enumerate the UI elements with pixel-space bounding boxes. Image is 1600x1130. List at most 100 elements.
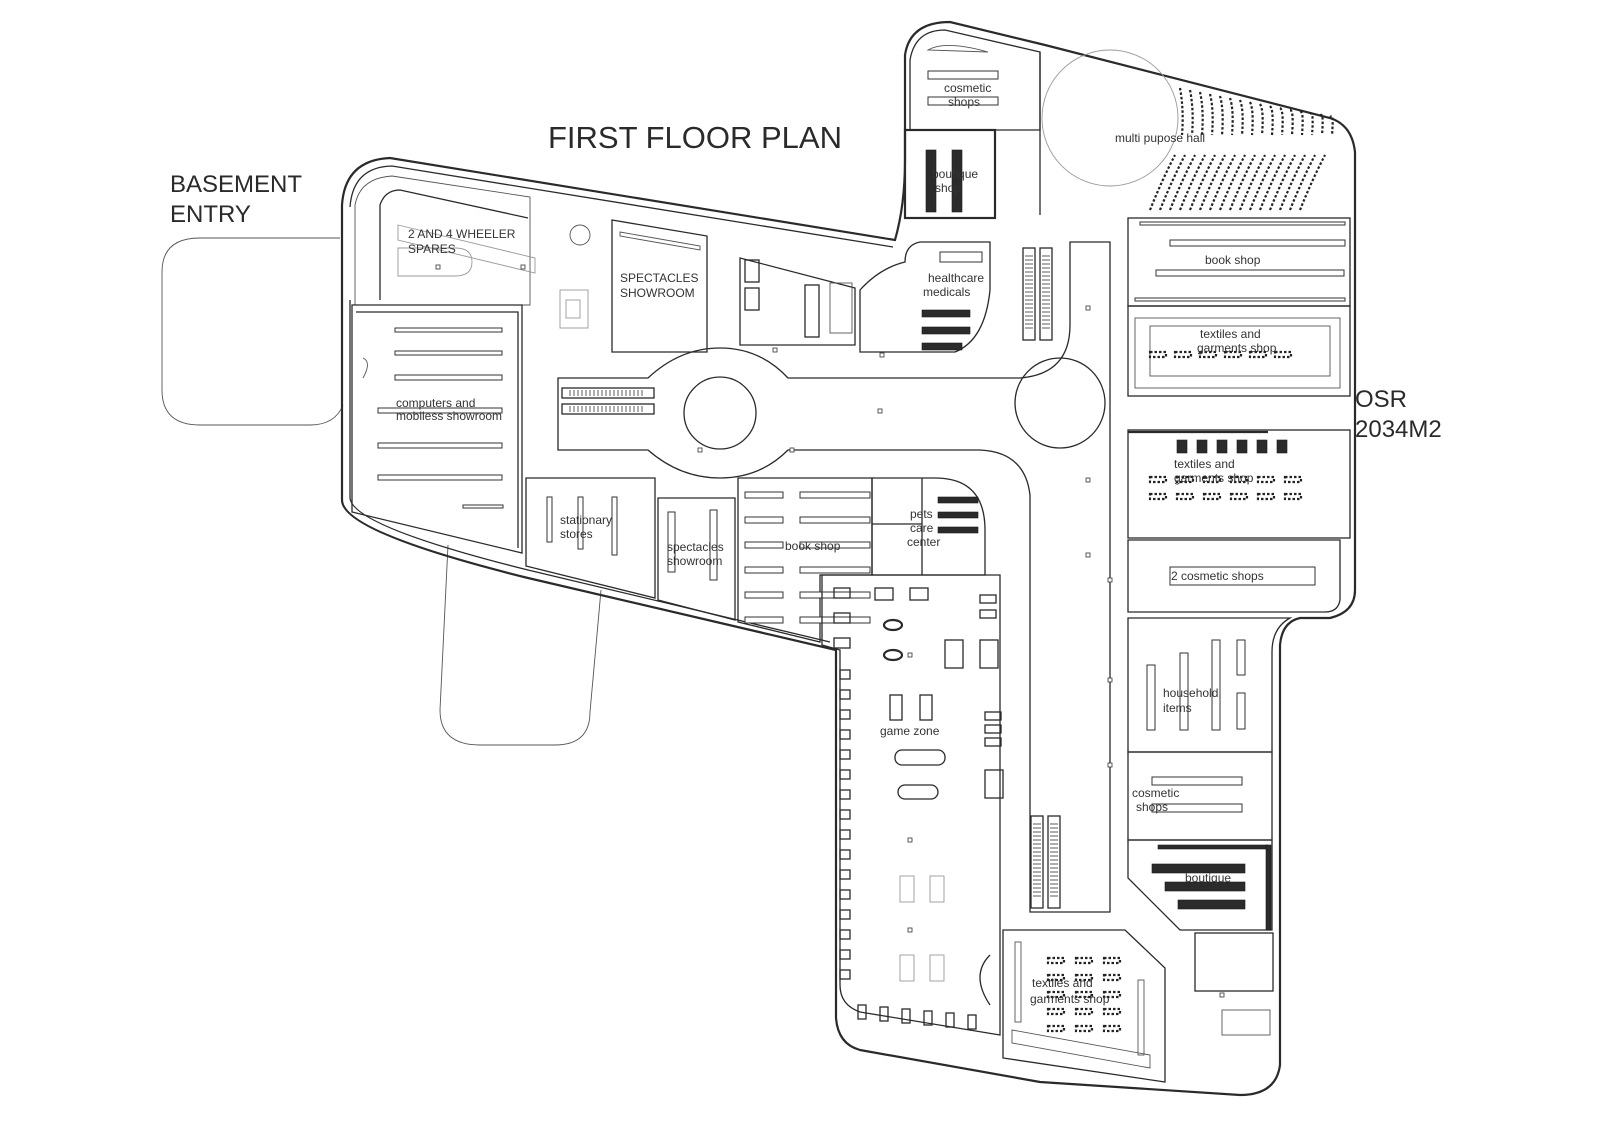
escalator xyxy=(1047,815,1061,909)
seat-row xyxy=(1198,154,1226,211)
toilets-block xyxy=(739,257,856,346)
clothing-rack xyxy=(1229,492,1249,501)
room-label-game-zone: game zone xyxy=(880,724,940,738)
room-label-pets-2: care xyxy=(910,521,934,535)
arcade-cabinet xyxy=(839,909,851,920)
clothing-rack xyxy=(1273,350,1293,359)
bookshelf xyxy=(799,541,871,549)
column xyxy=(1107,577,1113,583)
vending-machine xyxy=(984,711,1002,721)
seat-row xyxy=(1188,89,1194,136)
room-label-textiles-right-2a: textiles and xyxy=(1174,457,1235,471)
air-hockey xyxy=(919,694,933,721)
clothing-rack xyxy=(1148,475,1168,484)
bookshelf xyxy=(744,491,784,499)
display-stand xyxy=(1216,439,1228,454)
bookshelf xyxy=(744,516,784,524)
seat-row xyxy=(1218,154,1246,211)
display-stand xyxy=(1256,439,1268,454)
column xyxy=(907,652,913,658)
seat-row xyxy=(1299,110,1304,136)
game-table xyxy=(909,587,929,601)
seat-row xyxy=(1208,93,1214,136)
column xyxy=(1107,762,1113,768)
seat-row xyxy=(1259,103,1264,136)
seat-row xyxy=(1238,99,1244,136)
column xyxy=(879,352,885,358)
room-label-cosmetic-right-1: cosmetic xyxy=(1132,786,1179,800)
table-tennis xyxy=(899,875,915,903)
room-label-cosmetic-shops-2: 2 cosmetic shops xyxy=(1171,569,1264,583)
structural-columns xyxy=(435,264,1225,998)
clothing-rack xyxy=(1256,492,1276,501)
seat-row xyxy=(1288,154,1316,211)
clothing-rack xyxy=(1074,1024,1094,1033)
seat-row xyxy=(1298,154,1326,211)
vending-machine xyxy=(984,724,1002,734)
room-game-zone: game zone xyxy=(821,574,1004,1036)
clothing-rack xyxy=(1046,1007,1066,1016)
bike-game xyxy=(944,639,964,669)
arcade-machine xyxy=(833,637,851,649)
table-tennis xyxy=(929,954,945,982)
racing-game xyxy=(897,784,939,800)
seat-row xyxy=(1218,95,1224,136)
bookshelf xyxy=(744,591,784,599)
room-label-textiles-right-1b: garments shop xyxy=(1197,341,1277,355)
basement-ramp-bottom xyxy=(439,544,602,746)
kiddie-ride xyxy=(967,1014,977,1030)
kiddie-ride xyxy=(901,1008,911,1024)
seat-row xyxy=(1248,154,1276,211)
seat-row xyxy=(1289,108,1294,136)
seat-row xyxy=(1309,112,1314,136)
clothing-rack xyxy=(1046,956,1066,965)
escalator xyxy=(561,403,655,415)
bike-game xyxy=(984,769,1004,799)
clothing-rack xyxy=(1229,475,1249,484)
arcade-cabinet xyxy=(839,709,851,720)
column xyxy=(1107,677,1113,683)
seat-row xyxy=(1269,105,1274,136)
room-label-spectacles-bottom-2: showroom xyxy=(667,554,722,568)
clothing-rack xyxy=(1256,475,1276,484)
showroom-shelves xyxy=(377,327,504,509)
clothing-rack xyxy=(1102,956,1122,965)
room-book-shop-right: book shop xyxy=(1127,217,1351,307)
room-label-computers-2: mobiless showroom xyxy=(396,409,502,423)
bookshelf xyxy=(1139,221,1346,226)
arcade-cabinet xyxy=(839,849,851,860)
corridor-atrium xyxy=(557,241,1111,913)
room-label-pets-1: pets xyxy=(910,507,933,521)
ride-machine xyxy=(882,648,904,662)
arcade-cabinet xyxy=(839,669,851,680)
escalator xyxy=(1039,247,1053,341)
bookshelf xyxy=(799,491,871,499)
seat-row xyxy=(1319,113,1324,136)
seat-row xyxy=(1148,154,1176,211)
arcade-cabinet xyxy=(839,729,851,740)
toilets-block-right xyxy=(1194,932,1274,1036)
seat-row xyxy=(1278,154,1306,211)
bookshelf xyxy=(799,566,871,574)
column xyxy=(1219,992,1225,998)
room-wheeler-spares: 2 AND 4 WHEELER SPARES xyxy=(354,175,591,329)
column xyxy=(435,264,441,270)
clothing-rack xyxy=(1074,1007,1094,1016)
vending-machine xyxy=(979,594,997,604)
table-tennis xyxy=(899,954,915,982)
air-hockey xyxy=(889,694,903,721)
basement-entry-label-line1: BASEMENT xyxy=(170,171,302,198)
room-label-boutique-top-2: shop xyxy=(935,181,961,195)
room-label-pets-3: center xyxy=(907,535,940,549)
clothing-rack xyxy=(1283,475,1303,484)
arcade-cabinet xyxy=(839,829,851,840)
bookshelf xyxy=(744,541,784,549)
seat-row xyxy=(1248,101,1254,136)
room-label-boutique-top-1: boutique xyxy=(932,167,978,181)
racing-game xyxy=(894,749,946,766)
seat-row xyxy=(1279,107,1284,136)
room-computers-showroom: computers and mobiless showroom xyxy=(351,304,523,554)
room-label-book-shop-center: book shop xyxy=(785,539,841,553)
clothing-rack xyxy=(1074,990,1094,999)
